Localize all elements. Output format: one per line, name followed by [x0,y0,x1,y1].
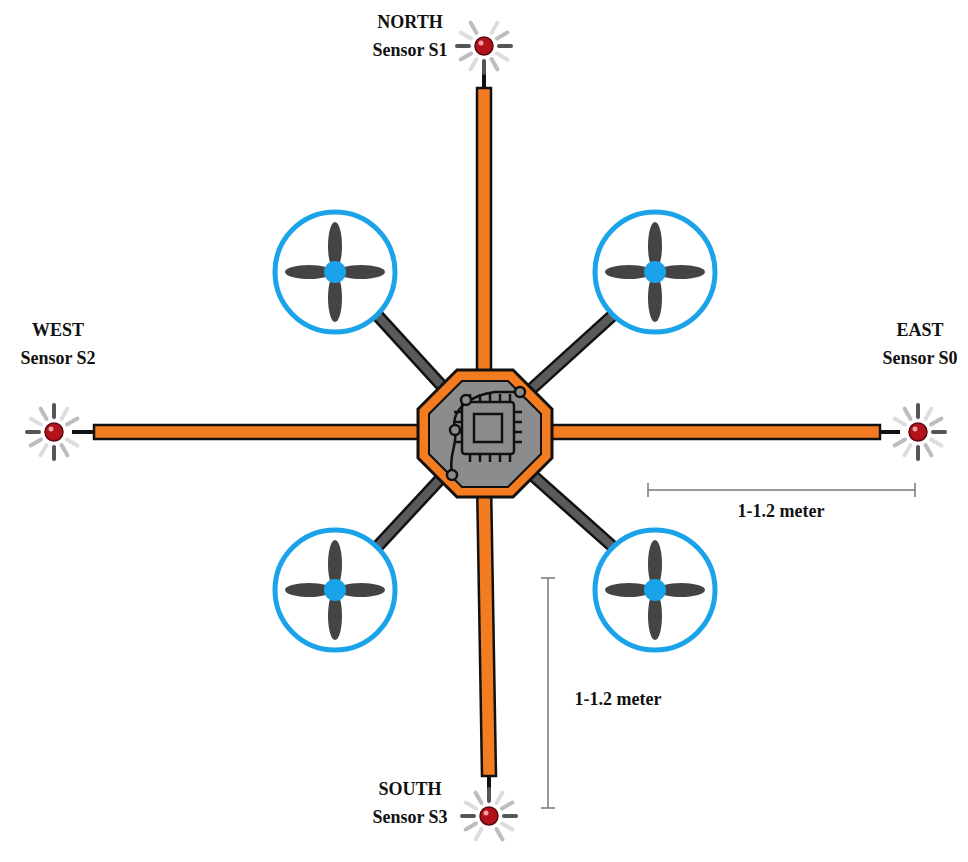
sensor-light [462,789,516,839]
sensor-label: WEST Sensor S2 [20,316,96,372]
flight-controller [418,370,552,497]
propeller [595,212,715,332]
sensor-label: EAST Sensor S0 [882,316,958,372]
propellers [275,212,715,650]
sensor-light [895,405,945,459]
sensor-light [457,23,511,73]
propeller [595,530,715,650]
sensor-light [27,405,77,459]
sensors [27,23,945,840]
propeller [275,530,395,650]
dimension-lines [541,483,915,808]
sensor-arms [72,66,900,798]
dimension-label: 1-1.2 meter [735,497,828,525]
dimension-label: 1-1.2 meter [572,685,665,713]
sensor-label: SOUTH Sensor S3 [372,775,448,831]
propeller [275,212,395,332]
sensor-label: NORTH Sensor S1 [372,8,448,64]
